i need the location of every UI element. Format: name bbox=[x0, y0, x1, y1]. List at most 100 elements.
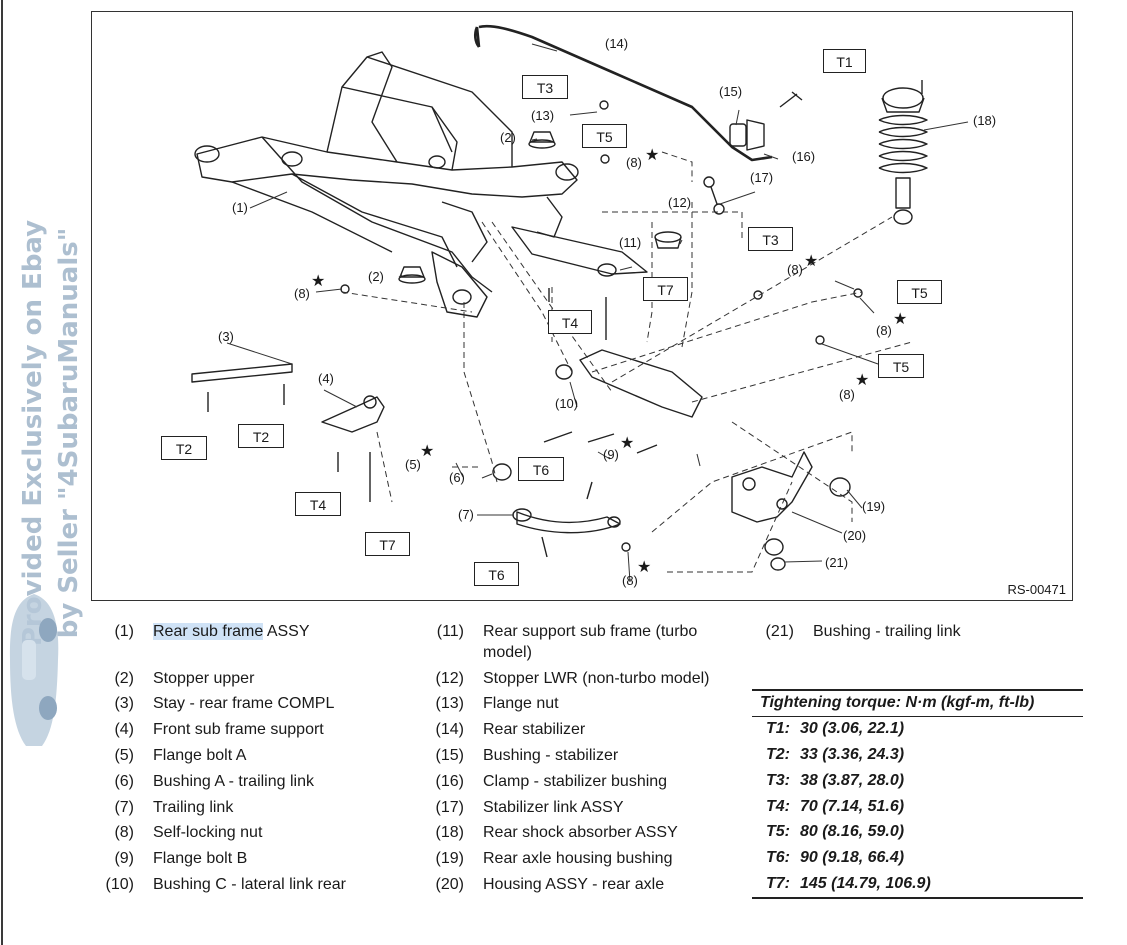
callout-13: (13) bbox=[531, 108, 555, 123]
table-header-rule bbox=[752, 716, 1083, 717]
torque-box-t5-right-lower: T5 bbox=[878, 354, 924, 378]
legend-text: Stabilizer link ASSY bbox=[483, 799, 624, 816]
legend-text: Flange nut bbox=[483, 695, 559, 712]
torque-value: 80 (8.16, 59.0) bbox=[800, 823, 905, 840]
torque-box-t3-right: T3 bbox=[748, 227, 793, 251]
car-watermark-icon bbox=[9, 594, 59, 746]
legend-number: (11) bbox=[436, 623, 464, 640]
torque-box-t2-left: T2 bbox=[161, 436, 207, 460]
legend-text: Stopper LWR (non-turbo model) bbox=[483, 670, 710, 687]
torque-box-t6-lower: T6 bbox=[474, 562, 519, 586]
legend-number: (15) bbox=[435, 747, 464, 764]
table-top-rule bbox=[752, 689, 1083, 691]
legend-text: Flange bolt B bbox=[153, 850, 248, 867]
legend-text: Stopper upper bbox=[153, 670, 255, 687]
callout-18: (18) bbox=[973, 113, 997, 128]
callout-21: (21) bbox=[825, 555, 849, 570]
torque-box-t4-lower: T4 bbox=[295, 492, 341, 516]
torque-box-t6-upper: T6 bbox=[518, 457, 564, 481]
page-left-border bbox=[1, 0, 3, 945]
legend-text: Trailing link bbox=[153, 799, 234, 816]
legend-text: Rear support sub frame (turbo bbox=[483, 623, 698, 640]
legend-number: (6) bbox=[114, 773, 134, 790]
legend-text: Self-locking nut bbox=[153, 824, 263, 841]
callout-2-lower: (2) bbox=[368, 269, 384, 284]
star-mark: ★ bbox=[893, 311, 908, 328]
selected-text: Rear sub frame bbox=[153, 623, 264, 640]
legend-number: (8) bbox=[114, 824, 134, 841]
legend-text: Front sub frame support bbox=[153, 721, 324, 738]
torque-value: 33 (3.36, 24.3) bbox=[800, 746, 905, 763]
legend-number: (9) bbox=[114, 850, 134, 867]
star-mark: ★ bbox=[804, 253, 819, 270]
star-mark: ★ bbox=[420, 443, 435, 460]
legend-number: (4) bbox=[114, 721, 134, 738]
callout-4: (4) bbox=[318, 371, 334, 386]
legend-text: Clamp - stabilizer bushing bbox=[483, 773, 668, 790]
torque-code: T6: bbox=[766, 849, 790, 866]
legend-number: (13) bbox=[435, 695, 464, 712]
callout-20: (20) bbox=[843, 528, 867, 543]
torque-box-t2-right: T2 bbox=[238, 424, 284, 448]
callout-6: (6) bbox=[449, 470, 465, 485]
torque-value: 38 (3.87, 28.0) bbox=[800, 772, 905, 789]
star-mark: ★ bbox=[637, 559, 652, 576]
torque-box-t5-upper: T5 bbox=[582, 124, 627, 148]
figure-id: RS-00471 bbox=[1007, 582, 1066, 597]
torque-box-t1: T1 bbox=[823, 49, 866, 73]
legend-number: (12) bbox=[435, 670, 464, 687]
callout-17: (17) bbox=[750, 170, 774, 185]
legend-number: (5) bbox=[114, 747, 134, 764]
star-mark: ★ bbox=[645, 147, 660, 164]
callout-1: (1) bbox=[232, 200, 248, 215]
callout-8-f: (8) bbox=[622, 573, 638, 588]
callout-5: (5) bbox=[405, 457, 421, 472]
legend-text: Bushing C - lateral link rear bbox=[153, 876, 346, 893]
legend-text: Bushing A - trailing link bbox=[153, 773, 314, 790]
legend-text: Rear shock absorber ASSY bbox=[483, 824, 678, 841]
legend-number: (2) bbox=[114, 670, 134, 687]
legend-text: Housing ASSY - rear axle bbox=[483, 876, 665, 893]
legend-number: (19) bbox=[435, 850, 464, 867]
callout-8-e: (8) bbox=[839, 387, 855, 402]
callout-19: (19) bbox=[862, 499, 886, 514]
legend-number: (7) bbox=[114, 799, 134, 816]
legend-number: (10) bbox=[105, 876, 134, 893]
torque-value: 70 (7.14, 51.6) bbox=[800, 798, 905, 815]
callout-7: (7) bbox=[458, 507, 474, 522]
star-mark: ★ bbox=[620, 435, 635, 452]
rear-sub-frame-outline bbox=[196, 136, 578, 198]
torque-code: T3: bbox=[766, 772, 790, 789]
legend-text: Bushing - trailing link bbox=[813, 623, 961, 640]
torque-box-t5-right-upper: T5 bbox=[897, 280, 942, 304]
callout-2-upper: (2) bbox=[500, 130, 516, 145]
callout-14: (14) bbox=[605, 36, 629, 51]
legend-text-continued: model) bbox=[483, 644, 532, 661]
torque-code: T7: bbox=[766, 875, 790, 892]
callout-8-a: (8) bbox=[294, 286, 310, 301]
torque-value: 90 (9.18, 66.4) bbox=[800, 849, 905, 866]
torque-box-t7-lower: T7 bbox=[365, 532, 410, 556]
torque-box-t4-upper: T4 bbox=[548, 310, 592, 334]
torque-code: T1: bbox=[766, 720, 790, 737]
star-mark: ★ bbox=[311, 273, 326, 290]
suspension-exploded-drawing bbox=[191, 24, 969, 583]
legend-text: Bushing - stabilizer bbox=[483, 747, 619, 764]
callout-3: (3) bbox=[218, 329, 234, 344]
callout-12: (12) bbox=[668, 195, 692, 210]
legend-number: (3) bbox=[114, 695, 134, 712]
torque-code: T2: bbox=[766, 746, 790, 763]
legend-text: Stay - rear frame COMPL bbox=[153, 695, 335, 712]
callout-8-b: (8) bbox=[626, 155, 642, 170]
legend-number: (1) bbox=[114, 623, 134, 640]
legend-number: (18) bbox=[435, 824, 464, 841]
torque-value: 145 (14.79, 106.9) bbox=[800, 875, 931, 892]
torque-code: T4: bbox=[766, 798, 790, 815]
callout-8-d: (8) bbox=[876, 323, 892, 338]
star-mark: ★ bbox=[855, 372, 870, 389]
legend-number: (14) bbox=[435, 721, 464, 738]
callout-8-c: (8) bbox=[787, 262, 803, 277]
torque-box-t7-upper: T7 bbox=[643, 277, 688, 301]
legend-text: Rear sub frame ASSY bbox=[153, 623, 310, 640]
callout-9: (9) bbox=[603, 447, 619, 462]
